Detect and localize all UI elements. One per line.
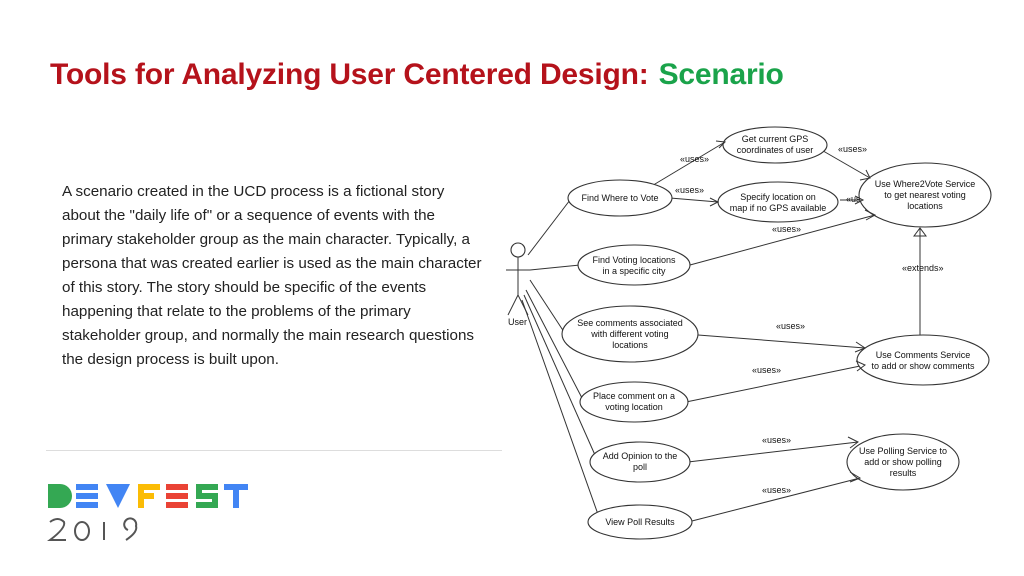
use-case-label: to add or show comments [871, 361, 975, 371]
relation-label: «uses» [680, 154, 709, 164]
use-case-label: map if no GPS available [730, 203, 827, 213]
relation-label: «uses» [838, 144, 867, 154]
devfest-year [47, 517, 138, 541]
relationships [649, 141, 921, 523]
use-case-label: Get current GPS [742, 134, 809, 144]
title-accent: Scenario [658, 58, 784, 91]
use-case-label: Use Where2Vote Service [875, 179, 976, 189]
use-case-label: Use Polling Service to [859, 446, 947, 456]
use-case-label: poll [633, 462, 647, 472]
relation-label: «uses» [752, 365, 781, 375]
use-case-place: Place comment on a voting location [579, 381, 689, 423]
use-case-label: results [890, 468, 917, 478]
use-case-city: Find Voting locations in a specific city [577, 244, 691, 286]
arrowheads [709, 140, 927, 483]
use-case-label: Place comment on a [593, 391, 675, 401]
relation-label: «uses» [772, 224, 801, 234]
use-case-label: with different voting [590, 329, 668, 339]
actor-label: User [508, 317, 527, 327]
use-case-label: in a specific city [602, 266, 666, 276]
associations [521, 199, 601, 521]
use-case-label: Find Where to Vote [581, 193, 658, 203]
title-main: Tools for Analyzing User Centered Design… [50, 58, 649, 91]
devfest-logo [47, 484, 248, 541]
use-case-label: Specify location on [740, 192, 816, 202]
actor-user: User [506, 242, 530, 327]
use-case-diagram: User «uses» «uses» «uses» «uses» «uses» … [506, 126, 992, 540]
use-case-label: See comments associated [577, 318, 683, 328]
use-case-see: See comments associated with different v… [561, 305, 699, 363]
use-case-polling: Use Polling Service to add or show polli… [846, 433, 960, 491]
use-case-label: coordinates of user [737, 145, 814, 155]
use-case-label: to get nearest voting [884, 190, 966, 200]
relation-label: «uses» [776, 321, 805, 331]
use-case-label: voting location [605, 402, 663, 412]
use-case-specify: Specify location on map if no GPS availa… [717, 181, 839, 223]
slide-title: Tools for Analyzing User Centered Design… [50, 58, 784, 92]
use-case-gps: Get current GPS coordinates of user [722, 126, 828, 164]
use-case-results: View Poll Results [587, 504, 693, 540]
relation-label: «extends» [902, 263, 944, 273]
use-case-opinion: Add Opinion to the poll [589, 441, 691, 483]
use-case-label: locations [907, 201, 943, 211]
relation-label: «uses» [762, 435, 791, 445]
use-case-label: View Poll Results [605, 517, 675, 527]
use-case-label: Use Comments Service [876, 350, 971, 360]
use-case-w2v: Use Where2Vote Service to get nearest vo… [858, 162, 992, 228]
use-case-find: Find Where to Vote [567, 179, 673, 217]
use-case-label: locations [612, 340, 648, 350]
scenario-description: A scenario created in the UCD process is… [62, 183, 482, 368]
devfest-wordmark [48, 484, 248, 508]
use-case-label: add or show polling [864, 457, 942, 467]
use-case-label: Find Voting locations [592, 255, 676, 265]
use-case-label: Add Opinion to the [603, 451, 678, 461]
relation-label: «uses» [675, 185, 704, 195]
relation-label: «uses» [762, 485, 791, 495]
use-case-comments: Use Comments Service to add or show comm… [856, 334, 990, 386]
divider [46, 450, 502, 451]
